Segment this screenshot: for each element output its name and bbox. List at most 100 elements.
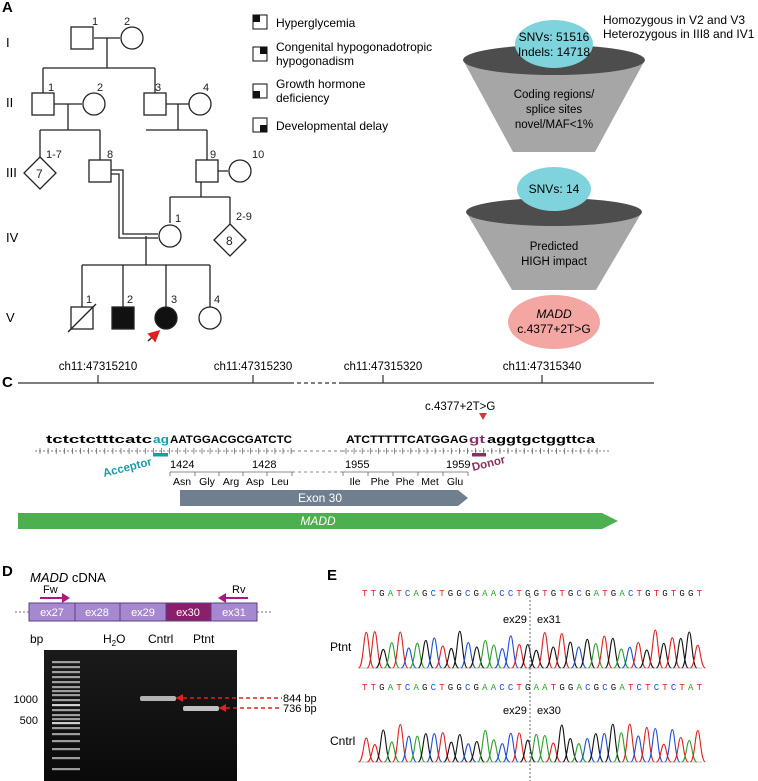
- ladder-band: [52, 666, 80, 669]
- exon-27: ex27: [40, 607, 64, 619]
- id-iv1: 1: [175, 213, 181, 225]
- pedigree-lines: [39, 37, 231, 307]
- trace-peak: [477, 729, 494, 763]
- ladder-band: [52, 768, 80, 771]
- legend-chh-line2: hypogonadism: [276, 54, 354, 68]
- id-iii10: 10: [252, 149, 264, 161]
- ladder-band: [52, 727, 80, 730]
- band-cntrl-844: [140, 696, 176, 701]
- coord-1: ch11:47315210: [59, 361, 137, 373]
- exon-29: ex29: [131, 607, 155, 619]
- ptnt-chromatogram: [358, 629, 706, 669]
- genomic-sequence: tctctctttcatc ag AATGGACGCGATCTC ATCTTTT…: [46, 434, 596, 446]
- trace-peak: [647, 629, 664, 669]
- panel-d-label: D: [2, 563, 13, 580]
- ladder-band: [52, 661, 80, 664]
- trace-peak: [468, 646, 485, 669]
- count-iv2-9: 8: [226, 234, 233, 248]
- trace-peak: [570, 646, 587, 669]
- trace-peak: [664, 637, 681, 669]
- codon-1959: 1959: [446, 459, 470, 471]
- pedigree-symbols: [23, 26, 252, 330]
- primer-rv-label: Rv: [232, 584, 246, 596]
- trace-peak: [613, 648, 630, 669]
- trace-peak: [494, 743, 511, 763]
- trace-peak: [375, 648, 392, 669]
- trace-peak: [545, 742, 562, 763]
- aa-met: Met: [421, 476, 439, 488]
- id-v1: 1: [86, 294, 92, 306]
- trace-peak: [604, 723, 621, 763]
- coord-2: ch11:47315230: [214, 361, 292, 373]
- trace-peak: [494, 648, 511, 669]
- trace-peak: [443, 741, 460, 763]
- ladder-band: [52, 704, 80, 707]
- zygosity-note-line2: Heterozygous in III8 and IV1: [603, 27, 755, 41]
- trace-peak: [383, 642, 400, 669]
- exon-30: ex30: [176, 607, 200, 619]
- ladder-band: [52, 748, 80, 751]
- individual-iii1-7: [23, 156, 57, 190]
- pedigree-legend: Hyperglycemia Congenital hypogonadotropi…: [252, 14, 432, 133]
- trace-peak: [536, 632, 553, 669]
- ladder-500: 500: [20, 715, 38, 727]
- filter-1-line3: novel/MAF<1%: [515, 119, 593, 131]
- trace-peak: [570, 743, 587, 763]
- aa-leu: Leu: [271, 476, 289, 488]
- trace-peak: [468, 740, 485, 763]
- individual-v4: [198, 306, 222, 330]
- exon-map: [28, 602, 258, 622]
- gen-label-ii: II: [6, 95, 13, 110]
- trace-peak: [417, 639, 434, 669]
- individual-i2: [120, 26, 144, 50]
- trace-peak: [502, 732, 519, 763]
- id-iii9: 9: [210, 149, 216, 161]
- filter-1-line1: Coding regions/: [514, 89, 595, 101]
- trace-peak: [553, 632, 570, 669]
- trace-peak: [596, 732, 613, 763]
- id-i1: 1: [92, 16, 98, 28]
- filter-funnel-2-rim: [466, 198, 642, 226]
- amino-acids: Asn Gly Arg Asp Leu Ile Phe Phe Met Glu: [173, 476, 463, 488]
- count-iii1-7: 7: [36, 167, 43, 181]
- trace-peak: [689, 730, 706, 763]
- trace-peak: [681, 739, 698, 763]
- seq-intron-right: aggtgctggttca: [487, 434, 596, 446]
- trace-peak: [358, 737, 375, 763]
- id-iii1-7: 1-7: [46, 149, 62, 161]
- exon-28: ex28: [85, 607, 109, 619]
- ladder-band: [52, 676, 80, 679]
- lane-cntrl: Cntrl: [148, 632, 173, 646]
- individual-v3: [154, 306, 178, 330]
- individual-ii2: [82, 92, 106, 116]
- indel-count: Indels: 14718: [518, 45, 590, 59]
- ladder-band: [52, 681, 80, 684]
- trace-peak: [451, 630, 468, 669]
- ladder-band: [52, 757, 80, 760]
- individual-i1: [70, 26, 94, 50]
- codon-1955: 1955: [345, 459, 369, 471]
- exon-30-arrow: [180, 490, 468, 506]
- trace-peak: [400, 647, 417, 669]
- trace-peak: [426, 733, 443, 763]
- id-iii8: 8: [107, 149, 113, 161]
- trace-peak: [400, 735, 417, 763]
- trace-peak: [460, 743, 477, 763]
- trace-peak: [638, 649, 655, 669]
- trace-peak: [409, 642, 426, 669]
- filter-funnel-1: [463, 60, 645, 152]
- id-v4: 4: [214, 294, 220, 306]
- codon-1428: 1428: [252, 459, 276, 471]
- bp-label: bp: [30, 632, 44, 646]
- acceptor-bar: [153, 453, 168, 457]
- donor-bar: [472, 453, 486, 457]
- id-iv2-9: 2-9: [236, 211, 252, 223]
- trace-peak: [621, 646, 638, 669]
- trace-peak: [553, 724, 570, 763]
- pedigree-ids: 1 2 1 2 3 4 1-7 7 8 9 10 1 2-9 8 1 2 3 4: [36, 16, 264, 306]
- aa-arg: Arg: [223, 476, 240, 488]
- individual-ii4: [188, 92, 212, 116]
- panel-a-label: A: [2, 0, 13, 16]
